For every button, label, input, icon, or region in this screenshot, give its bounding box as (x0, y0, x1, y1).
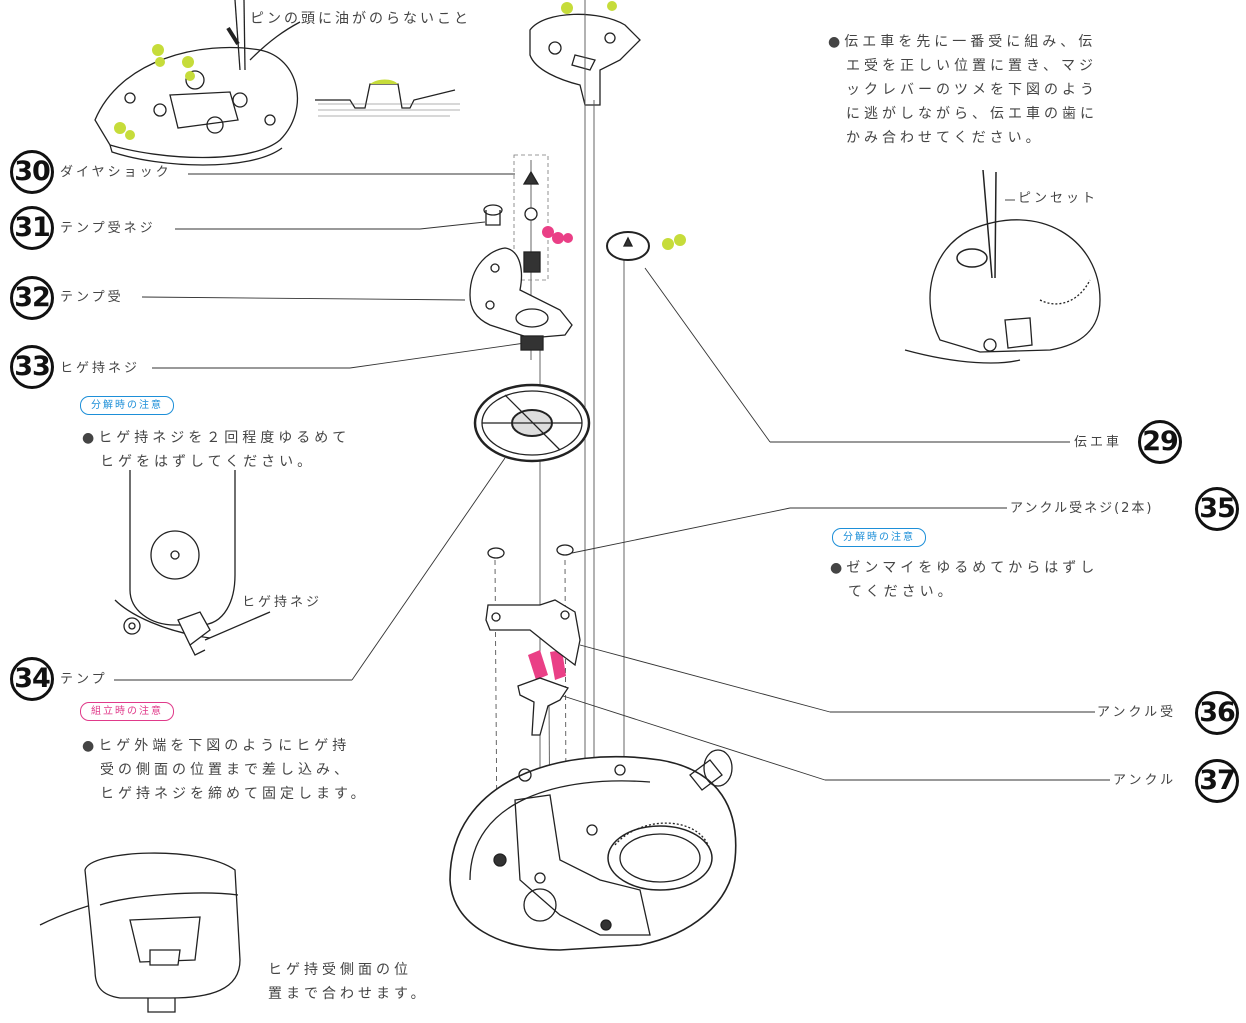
part-number-29: 29 (1138, 420, 1182, 464)
pallet-bridge-screws-illustration (487, 544, 574, 559)
part-number-37: 37 (1195, 759, 1239, 803)
disassembly-badge-2: 分解時の注意 (832, 528, 926, 547)
part-name-37: アンクル (1113, 773, 1177, 788)
part-number-36: 36 (1195, 691, 1239, 735)
part-number-31: 31 (10, 206, 54, 250)
part-name-36: アンクル受 (1097, 705, 1177, 720)
stud-screw-callout: ヒゲ持ネジ (242, 595, 323, 610)
part-number-32: 32 (10, 276, 54, 320)
hairspring-stud-illustration (39, 852, 241, 1013)
part-name-34: テンプ (60, 672, 108, 687)
disassembly-note-2: ●ゼンマイをゆるめてからはずし てください。 (830, 560, 1099, 600)
grease-marks-pink (528, 226, 573, 680)
part-name-29: 伝エ車 (1074, 435, 1123, 450)
bottom-caption: ヒゲ持受側面の位 置まで合わせます。 (268, 962, 429, 1002)
balance-bridge-illustration (469, 247, 573, 351)
assembly-note-hairspring: ●ヒゲ外端を下図のようにヒゲ持 受の側面の位置まで差し込み、 ヒゲ持ネジを締めて… (82, 738, 369, 802)
main-plate-illustration (449, 749, 737, 951)
oiling-detail-illustration (94, 0, 460, 166)
pallet-fork-illustration (517, 677, 570, 736)
assembly-note-transmission: ●伝エ車を先に一番受に組み、伝 エ受を正しい位置に置き、マジ ックレバーのツメを… (828, 34, 1098, 146)
stud-closeup-illustration (114, 470, 271, 656)
tweezers-detail-illustration (904, 169, 1101, 364)
balance-bridge-screw-illustration (483, 204, 503, 226)
tweezers-callout: ピンセット (1018, 191, 1099, 206)
part-number-33: 33 (10, 345, 54, 389)
leader-lines (114, 173, 1110, 781)
part-name-31: テンプ受ネジ (60, 221, 156, 236)
part-name-32: テンプ受 (60, 290, 124, 305)
diashock-illustration (513, 154, 549, 281)
pallet-bridge-illustration (485, 599, 581, 667)
part-name-30: ダイヤショック (60, 165, 172, 180)
part-name-35: アンクル受ネジ(2本) (1010, 501, 1154, 516)
part-number-34: 34 (10, 657, 54, 701)
disassembly-note-1: ●ヒゲ持ネジを２回程度ゆるめて ヒゲをはずしてください。 (82, 430, 351, 470)
transmission-wheel-illustration (606, 231, 650, 261)
part-number-30: 30 (10, 150, 54, 194)
disassembly-badge-1: 分解時の注意 (80, 396, 174, 415)
balance-wheel-illustration (473, 383, 591, 463)
top-oil-note: ピンの頭に油がのらないこと (250, 11, 471, 27)
part-name-33: ヒゲ持ネジ (60, 361, 141, 376)
part-number-35: 35 (1195, 487, 1239, 531)
assembly-badge: 組立時の注意 (80, 702, 174, 721)
